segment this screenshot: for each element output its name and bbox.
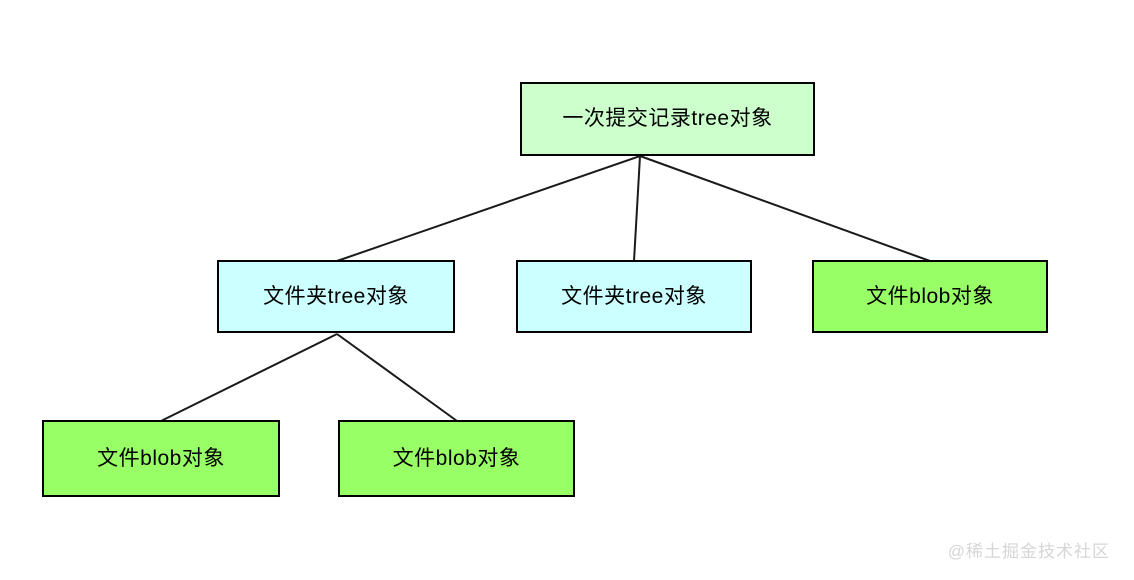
node-commit-tree-label: 一次提交记录tree对象	[562, 107, 773, 131]
node-blob-2-label: 文件blob对象	[97, 446, 225, 470]
edge-dir1-to-blob2	[160, 333, 338, 422]
node-blob-1-label: 文件blob对象	[866, 284, 994, 308]
edge-root-to-dir1	[336, 155, 641, 262]
node-blob-1[interactable]: 文件blob对象	[812, 260, 1048, 333]
node-dir-tree-1-label: 文件夹tree对象	[263, 284, 409, 308]
watermark: @稀土掘金技术社区	[947, 542, 1110, 561]
node-blob-3-label: 文件blob对象	[392, 446, 521, 470]
node-blob-2[interactable]: 文件blob对象	[42, 420, 280, 497]
node-commit-tree[interactable]: 一次提交记录tree对象	[520, 82, 815, 156]
edge-root-to-dir2	[633, 155, 641, 262]
node-dir-tree-2-label: 文件夹tree对象	[561, 284, 707, 308]
edge-root-to-blob1	[639, 155, 931, 262]
node-blob-3[interactable]: 文件blob对象	[338, 420, 575, 497]
edge-dir1-to-blob3	[336, 333, 458, 422]
node-dir-tree-1[interactable]: 文件夹tree对象	[217, 260, 455, 333]
node-dir-tree-2[interactable]: 文件夹tree对象	[516, 260, 752, 333]
